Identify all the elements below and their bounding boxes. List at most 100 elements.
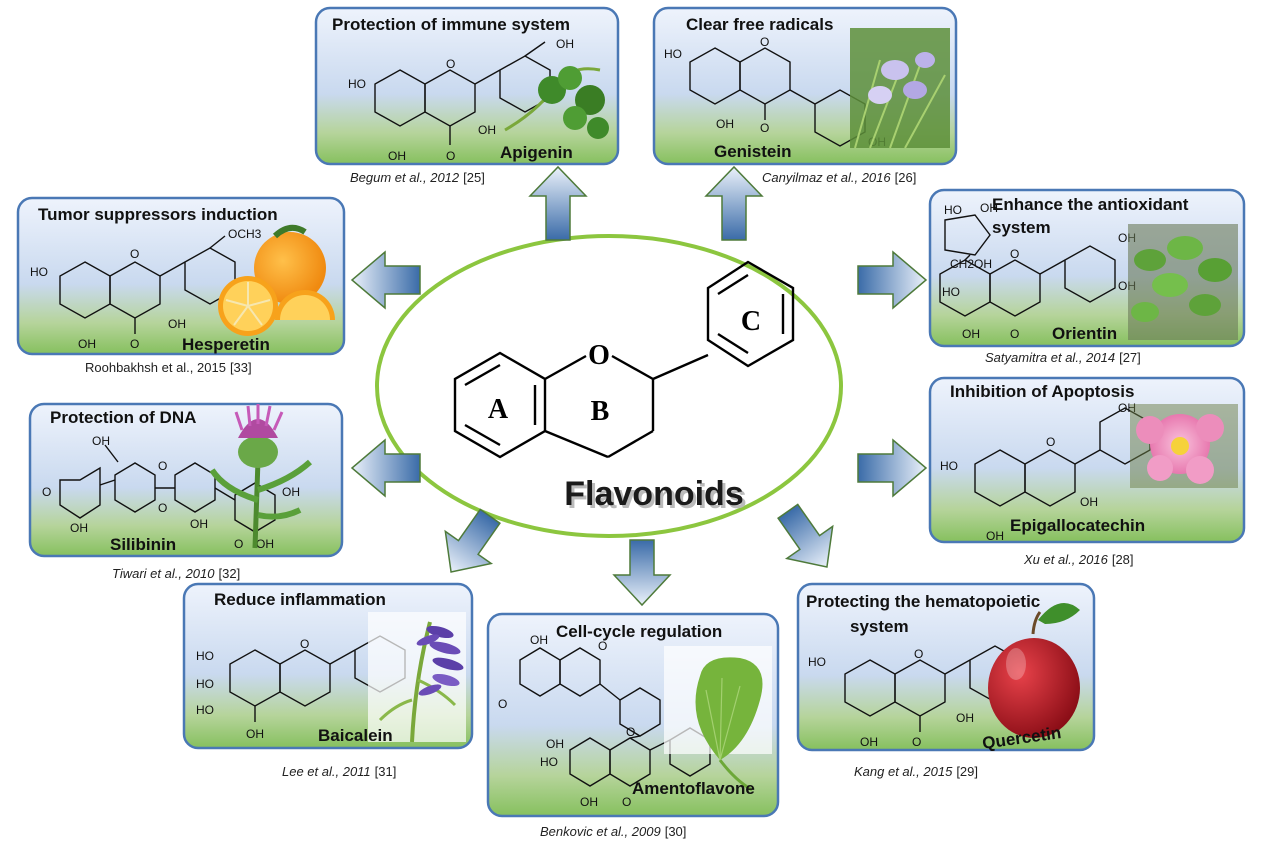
- atom-label: OH: [980, 201, 998, 215]
- citation-ref: [33]: [230, 360, 252, 375]
- atom-label: O: [914, 647, 923, 661]
- atom-label: O: [760, 35, 769, 49]
- atom-label: O: [300, 637, 309, 651]
- arrow-right-orientin: [857, 250, 928, 310]
- citation-genistein: Canyilmaz et al., 2016 [26]: [762, 170, 916, 185]
- atom-label: O: [130, 337, 139, 351]
- atom-label: OH: [246, 727, 264, 741]
- atom-label: O: [446, 57, 455, 71]
- citation-silibinin: Tiwari et al., 2010[32]: [112, 566, 240, 581]
- ring-a-label: A: [488, 394, 509, 425]
- box-epigallocatechin: Inhibition of Apoptosis HO O OH OH OH OH…: [928, 376, 1246, 544]
- ring-b-label: B: [591, 396, 610, 427]
- box-title: Protection of DNA: [50, 408, 196, 427]
- box-hesperetin: Tumor suppressors induction HO O OCH3 OH…: [16, 196, 346, 356]
- atom-label: OH: [388, 149, 406, 163]
- arrow-up-genistein: [704, 165, 764, 241]
- arrow-left-hesperetin: [350, 250, 421, 310]
- arrows: [350, 165, 928, 607]
- citation-text: Roohbakhsh et al., 2015: [85, 360, 226, 375]
- box-title: Enhance the antioxidant: [992, 195, 1189, 214]
- atom-label: OH: [70, 521, 88, 535]
- citation-orientin: Satyamitra et al., 2014 [27]: [985, 350, 1141, 365]
- atom-label: HO: [196, 703, 214, 717]
- thistle-icon: [209, 404, 313, 549]
- atom-label: OH: [478, 123, 496, 137]
- citation-text: Xu et al., 2016: [1023, 552, 1109, 567]
- atom-label: O: [1046, 435, 1055, 449]
- atom-label: HO: [808, 655, 826, 669]
- atom-label: OH: [716, 117, 734, 131]
- structure-silibinin: [59, 444, 276, 533]
- citation-ref: [26]: [895, 170, 917, 185]
- parsley-icon: [504, 66, 609, 139]
- atom-label: HO: [30, 265, 48, 279]
- arrow-up-apigenin: [528, 165, 588, 241]
- box-baicalein: Reduce inflammation HO HO HO OH O Baical…: [182, 582, 474, 750]
- citation-ref: [30]: [665, 824, 687, 839]
- atom-label: CH2OH: [950, 257, 992, 271]
- atom-label: O: [498, 697, 507, 711]
- compound-label: Epigallocatechin: [1010, 516, 1145, 535]
- structure-hesperetin: [59, 235, 236, 334]
- atom-label: HO: [664, 47, 682, 61]
- atom-label: O: [1010, 247, 1019, 261]
- atom-label: HO: [196, 677, 214, 691]
- citation-text: Benkovic et al., 2009: [540, 824, 661, 839]
- atom-label: O: [234, 537, 243, 551]
- box-orientin: Enhance the antioxidant system HO O OH O…: [928, 188, 1246, 348]
- orange-icon: [218, 224, 335, 336]
- arrow-downleft-baicalein: [444, 508, 501, 573]
- box-title: system: [850, 617, 909, 636]
- arrow-downright-quercetin: [777, 503, 834, 568]
- atom-label: OH: [190, 517, 208, 531]
- ginkgo-icon: [664, 646, 772, 792]
- compound-label: Silibinin: [110, 535, 176, 554]
- box-silibinin: Protection of DNA OH O O OH O OH OH O OH…: [28, 402, 344, 558]
- atom-label: OH: [546, 737, 564, 751]
- citation-baicalein: Lee et al., 2011 [31]: [282, 764, 396, 779]
- citation-amentoflavone: Benkovic et al., 2009 [30]: [540, 824, 686, 839]
- compound-label: Baicalein: [318, 726, 393, 745]
- citation-text: Canyilmaz et al., 2016: [762, 170, 891, 185]
- citation-apigenin: Begum et al., 2012[25]: [350, 170, 485, 185]
- citation-text: Satyamitra et al., 2014: [985, 350, 1115, 365]
- center-panel: O A B C Flavonoids Flavonoids: [375, 234, 843, 538]
- citation-ref: [31]: [375, 764, 397, 779]
- box-title: Protecting the hematopoietic: [806, 592, 1040, 611]
- basil-icon: [1128, 224, 1238, 340]
- atom-label: O: [622, 795, 631, 809]
- atom-label: OH: [860, 735, 878, 749]
- box-title: Protection of immune system: [332, 15, 570, 34]
- citation-hesperetin: Roohbakhsh et al., 2015 [33]: [85, 360, 252, 375]
- citation-ref: [27]: [1119, 350, 1141, 365]
- atom-label: OH: [530, 633, 548, 647]
- box-apigenin: Protection of immune system HO O OH OH O…: [314, 6, 620, 166]
- box-quercetin: Protecting the hematopoietic system HO O…: [796, 582, 1096, 753]
- citation-epigallocatechin: Xu et al., 2016[28]: [1023, 552, 1134, 567]
- citation-text: Lee et al., 2011: [282, 764, 371, 779]
- atom-label: HO: [348, 77, 366, 91]
- citation-ref: [25]: [463, 170, 485, 185]
- flower-icon: [850, 28, 950, 149]
- atom-label: O: [130, 247, 139, 261]
- skullcap-icon: [368, 612, 466, 743]
- atom-label: OH: [556, 37, 574, 51]
- citation-ref: [32]: [219, 566, 241, 581]
- atom-label: OH: [282, 485, 300, 499]
- atom-label: OH: [168, 317, 186, 331]
- ring-c-label: C: [741, 306, 761, 337]
- box-title: Clear free radicals: [686, 15, 833, 34]
- structure-apigenin: [374, 41, 551, 145]
- apple-icon: [988, 602, 1080, 738]
- atom-label: OH: [78, 337, 96, 351]
- atom-label: O: [42, 485, 51, 499]
- atom-label: OH: [256, 537, 274, 551]
- rose-icon: [1130, 404, 1238, 488]
- citation-text: Kang et al., 2015: [854, 764, 953, 779]
- center-title: Flavonoids: [564, 475, 743, 513]
- arrow-right-epigallocatechin: [857, 438, 928, 498]
- atom-label: O: [626, 725, 635, 739]
- compound-label: Hesperetin: [182, 335, 270, 354]
- box-title: Reduce inflammation: [214, 590, 386, 609]
